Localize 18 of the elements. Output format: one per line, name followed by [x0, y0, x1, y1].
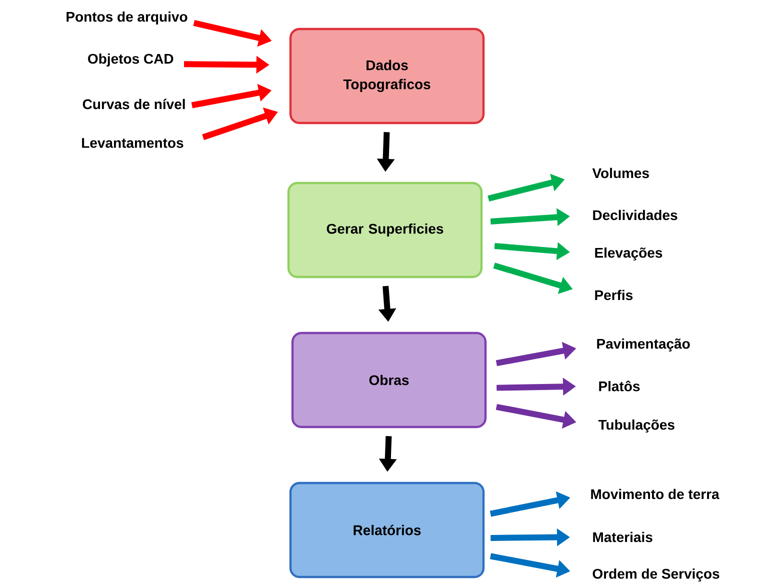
item-label: Platôs — [599, 380, 640, 392]
item-label: Perfis — [595, 290, 633, 300]
process-box: Obras — [291, 332, 487, 428]
item-label: Elevações — [595, 247, 662, 261]
item-label: Objetos CAD — [88, 53, 174, 67]
item-label: Movimento de terra — [591, 488, 720, 500]
process-box: Relatórios — [289, 482, 485, 578]
process-box: Dados Topograficos — [289, 28, 485, 124]
item-label: Ordem de Serviços — [592, 568, 720, 582]
item-label: Pontos de arquivo — [66, 11, 188, 25]
item-label: Materiais — [593, 532, 652, 542]
item-label: Levantamentos — [82, 138, 184, 148]
item-label: Pavimentação — [597, 338, 690, 352]
item-label: Tubulações — [598, 419, 674, 433]
item-label: Volumes — [592, 168, 649, 178]
item-label: Curvas de nível — [82, 98, 185, 110]
item-label: Declividades — [593, 210, 678, 220]
process-box: Gerar Superficies — [287, 182, 483, 278]
